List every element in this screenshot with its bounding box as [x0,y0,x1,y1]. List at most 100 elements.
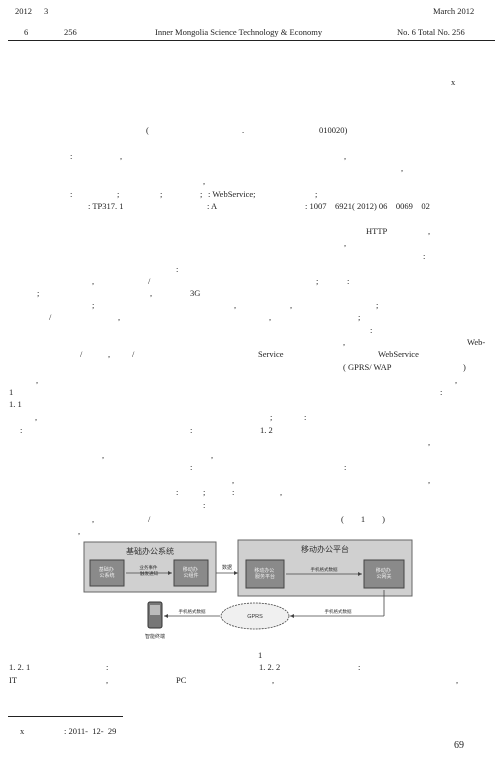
body-text: , [428,437,431,447]
abstract-comma: , [401,163,404,173]
header-total: 256 [64,27,77,37]
body-text: , [108,349,111,359]
body-text: , [269,312,272,322]
basic-office-inner-box [89,559,125,587]
body-text: IT [9,675,18,685]
journal-title: Inner Mongolia Science Technology & Econ… [155,27,323,37]
body-text: , [272,675,275,685]
body-text: ; [376,300,379,310]
section-number: 1. 2. 1 [9,662,31,672]
keywords-semi: ; [160,189,163,199]
body-text: PC [176,675,187,685]
body-text: ; [316,276,319,286]
body-text: : [440,387,443,397]
body-text: , [232,475,235,485]
platform-service-box [245,559,285,589]
body-text: ; [92,300,95,310]
body-text: , [92,514,95,524]
body-text: , [428,226,431,236]
mobile-gateway-box [363,559,405,589]
body-text: , [106,675,109,685]
body-text: / [148,276,151,286]
body-text: : [347,276,350,286]
header-rule [8,40,495,41]
body-text: Service [258,349,284,359]
keywords-colon: : [70,189,73,199]
keywords-semi: ; [315,189,318,199]
body-text: HTTP [366,226,388,236]
body-text: : [106,662,109,672]
mobile-office-component-label: 移动办 公组件 [183,566,199,579]
body-text: Web- [467,337,486,347]
footnote-mark: x [20,726,25,736]
footnote-rule [8,716,123,717]
abstract-comma: , [344,151,347,161]
received-date: : 2011- 12- 29 [64,726,117,736]
body-text: , [150,288,153,298]
system-architecture-figure: 基础办公系统 基础办 公系统 移动办 公组件 业务事件 触发通知 数据 移动办公… [83,539,413,640]
abstract-comma: , [120,151,123,161]
body-text: , [92,276,95,286]
body-text: , [211,450,214,460]
basic-office-system-title: 基础办公系统 [126,546,174,556]
body-text: : [20,425,23,435]
page-number: 69 [454,740,464,751]
body-text: , [234,300,237,310]
figure-caption-number: 1 [258,650,263,660]
body-text: ( GPRS/ WAP [343,362,392,372]
abstract-colon: : [70,151,73,161]
bottom-right-label: 手机格式数据 [325,608,352,615]
body-text: , [280,487,283,497]
body-text: : [176,487,179,497]
basic-office-inner-label: 基础办 公系统 [99,566,115,579]
body-text: , [428,475,431,485]
header-issue: 6 [24,27,29,37]
body-text: , [35,412,38,422]
header-issue-en: No. 6 Total No. 256 [397,27,465,37]
body-text: ; [37,288,40,298]
body-text: ; [358,312,361,322]
body-text: : [203,500,206,510]
body-text: , [78,526,81,536]
keyword-webservice: : WebService; [208,189,256,199]
body-text: : [232,487,235,497]
figure-reference: ( 1 ) [341,514,385,524]
header-month: 3 [44,6,49,16]
body-text: , [456,675,459,685]
body-text: , [118,312,121,322]
gprs-cloud-icon [220,602,290,630]
body-text: ; [203,487,206,497]
body-text: : [344,462,347,472]
body-text: , [455,375,458,385]
body-text: : [358,662,361,672]
gprs-cloud-label: GPRS [247,614,263,620]
right-arrow-head [358,572,362,576]
document-code: : A [207,201,218,211]
mobile-gateway-label: 移动办 公网关 [376,567,392,580]
body-text: : [176,264,179,274]
affiliation-postcode: 010020) [319,125,348,135]
body-text: 3G [190,288,201,298]
body-text: / [148,514,151,524]
mobile-office-platform-title: 移动办公平台 [301,544,349,554]
body-text: : [190,462,193,472]
body-text: ) [463,362,466,372]
keywords-semi: ; [117,189,120,199]
title-footnote-mark: x [451,77,456,87]
body-text: , [102,450,105,460]
body-text: : [190,425,193,435]
header-year: 2012 [15,6,32,16]
body-text: , [343,337,346,347]
abstract-comma: , [203,176,206,186]
mid-connector-label: 数据 [222,564,232,571]
body-text: , [290,300,293,310]
body-text: / [132,349,135,359]
affiliation-open: ( [146,125,149,135]
mid-connector-head [234,571,238,575]
section-number: 1. 2 [260,425,273,435]
body-text: , [344,238,347,248]
smart-terminal-label: 智能终端 [145,633,165,640]
body-text: / [49,312,52,322]
article-number: : 1007 6921( 2012) 06 0069 02 [305,201,430,211]
section-number: 1 [9,387,14,397]
